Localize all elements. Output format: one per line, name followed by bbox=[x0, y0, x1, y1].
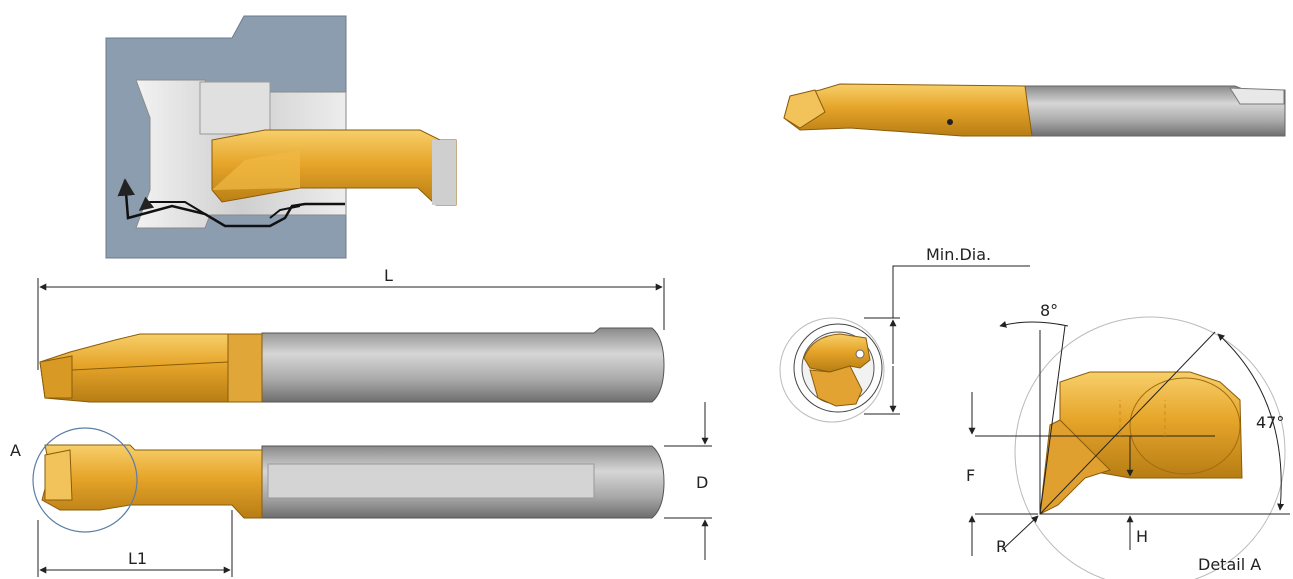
tool-isometric bbox=[783, 83, 1286, 137]
detail-a-circle bbox=[32, 427, 138, 533]
label-l1: L1 bbox=[128, 549, 147, 568]
label-dim-r: R bbox=[996, 537, 1007, 556]
tool-side-view-2 bbox=[32, 427, 665, 533]
label-angle-right: 47° bbox=[1256, 413, 1284, 432]
label-detail-ref: A bbox=[10, 441, 21, 460]
label-detail-title: Detail A bbox=[1198, 555, 1261, 574]
dimensions-left bbox=[37, 278, 712, 577]
label-length: L bbox=[384, 266, 393, 285]
detail-a bbox=[968, 316, 1290, 579]
label-angle-top: 8° bbox=[1040, 301, 1058, 320]
workpiece-section bbox=[105, 15, 457, 259]
label-dim-f: F bbox=[966, 466, 975, 485]
end-view bbox=[779, 265, 1030, 423]
label-diameter: D bbox=[696, 473, 708, 492]
label-min-dia: Min.Dia. bbox=[926, 245, 991, 264]
label-dim-h: H bbox=[1136, 527, 1148, 546]
tool-side-view bbox=[39, 327, 665, 403]
